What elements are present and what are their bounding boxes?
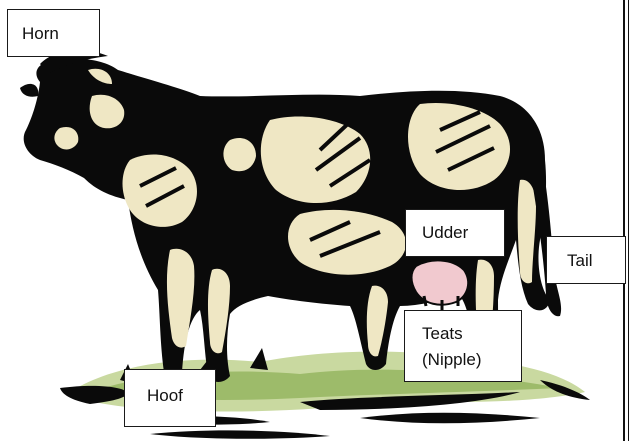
label-tail-text: Tail	[567, 251, 593, 270]
label-teats-text: Teats	[422, 323, 521, 345]
label-udder-text: Udder	[422, 223, 468, 242]
label-hoof: Hoof	[124, 369, 216, 427]
label-horn: Horn	[7, 9, 100, 57]
label-hoof-text: Hoof	[147, 386, 183, 405]
label-horn-text: Horn	[22, 24, 59, 43]
label-tail: Tail	[546, 236, 626, 284]
label-teats-subtext: (Nipple)	[422, 349, 521, 371]
label-udder: Udder	[405, 209, 505, 257]
label-teats: Teats (Nipple)	[404, 310, 522, 382]
